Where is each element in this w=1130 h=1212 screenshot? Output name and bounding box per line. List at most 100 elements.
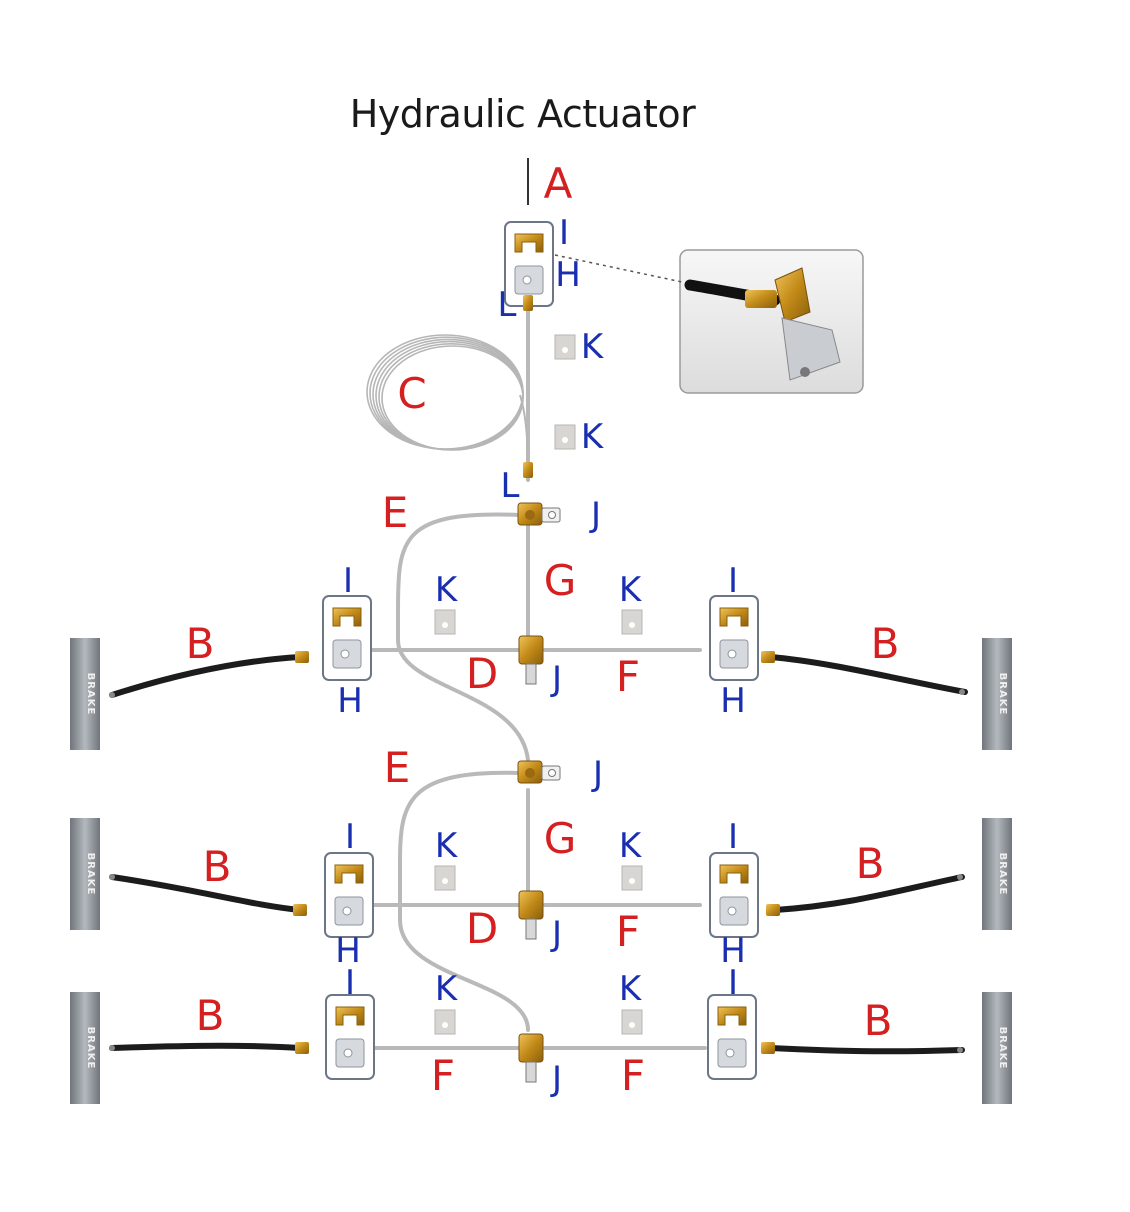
tee-j-upper-tab-hole <box>548 511 556 519</box>
bracket-left-row2-hole <box>342 906 352 916</box>
label-i-top: I <box>559 213 569 253</box>
hose-end-5 <box>957 1047 963 1053</box>
hose-fitting-5 <box>761 1042 775 1054</box>
label-k-2: K <box>581 417 605 457</box>
label-k-7: K <box>435 969 459 1009</box>
inset-bracket <box>781 317 841 381</box>
tee-j-row1 <box>518 635 544 665</box>
tee-j-row3-tab <box>525 1061 537 1083</box>
label-k-8: K <box>619 969 643 1009</box>
brake-right-row3-text: BRAKE <box>997 1027 1008 1070</box>
label-k-5: K <box>435 826 459 866</box>
label-i-left-row1: I <box>343 561 353 601</box>
label-d-row2: D <box>466 904 498 953</box>
label-l-bottom: L <box>501 466 520 506</box>
hose-fitting-1 <box>761 651 775 663</box>
brake-left-row2 <box>70 818 100 930</box>
label-j-row1: J <box>550 659 562 699</box>
label-k-3: K <box>435 570 459 610</box>
bracket-left-row3-clip <box>335 1006 365 1026</box>
tee-j-middle-port <box>525 768 535 778</box>
brake-right-row1 <box>982 638 1012 750</box>
label-b-right-row2: B <box>856 839 885 888</box>
label-b-left-row3: B <box>196 991 225 1040</box>
bracket-right-row1-clip <box>719 607 749 627</box>
tee-j-row2 <box>518 890 544 920</box>
line-e-lower <box>398 770 530 1032</box>
bracket-right-row3-hole <box>725 1048 735 1058</box>
inset-callout-line <box>554 254 683 283</box>
brake-right-row3 <box>982 992 1012 1104</box>
clip-k-0-hole <box>562 347 568 353</box>
union-l-bottom <box>523 462 533 478</box>
tee-j-upper-port <box>525 510 535 520</box>
label-h-right-row2: H <box>720 931 746 971</box>
label-h-top: H <box>555 255 581 295</box>
label-b-right-row1: B <box>871 619 900 668</box>
label-c: C <box>397 369 426 418</box>
inset-bolt <box>800 367 810 377</box>
label-i-right-row2: I <box>728 817 738 857</box>
clip-k-1-hole <box>562 437 568 443</box>
hose-b-right-row2 <box>772 874 965 913</box>
brake-left-row3 <box>70 992 100 1104</box>
inset-fitting <box>745 290 777 308</box>
brake-left-row1 <box>70 638 100 750</box>
tee-j-row3 <box>518 1033 544 1063</box>
clip-k-4-hole <box>442 878 448 884</box>
bracket-right-row2-clip <box>719 864 749 884</box>
label-a: A <box>544 159 573 208</box>
label-f-left-row3: F <box>431 1051 455 1100</box>
inset-photo-frame <box>679 249 864 394</box>
bracket-left-row2-clip <box>334 864 364 884</box>
bracket-top-hole <box>522 275 532 285</box>
hose-fitting-4 <box>295 1042 309 1054</box>
label-j-row2: J <box>550 914 562 954</box>
label-g-lower: G <box>544 814 577 863</box>
bracket-left-row1-hole <box>340 649 350 659</box>
diagram-title: Hydraulic Actuator <box>349 92 696 136</box>
hose-b-left-row2 <box>109 874 303 913</box>
brake-left-row2-text: BRAKE <box>85 853 96 896</box>
hose-fitting-2 <box>293 904 307 916</box>
coil-loop <box>381 345 524 451</box>
label-e-upper: E <box>382 488 409 537</box>
clip-k-6-hole <box>442 1022 448 1028</box>
label-g-upper: G <box>544 556 577 605</box>
label-j-row3: J <box>550 1059 562 1099</box>
hose-fitting-0 <box>295 651 309 663</box>
bracket-right-row2-hole <box>727 906 737 916</box>
brake-left-row1-text: BRAKE <box>85 673 96 716</box>
bracket-left-row3-hole <box>343 1048 353 1058</box>
hose-b-right-row3 <box>767 1045 965 1055</box>
label-b-right-row3: B <box>864 996 893 1045</box>
label-h-left-row1: H <box>337 681 363 721</box>
label-j-upper: J <box>589 495 601 535</box>
brake-right-row2 <box>982 818 1012 930</box>
label-b-left-row2: B <box>203 842 232 891</box>
union-l-top <box>523 295 533 311</box>
label-e-lower: E <box>384 743 411 792</box>
label-d-row1: D <box>466 649 498 698</box>
label-f-row1: F <box>616 652 640 701</box>
label-k-4: K <box>619 570 643 610</box>
label-j-middle: J <box>591 754 603 794</box>
hose-b-left-row3 <box>109 1042 303 1051</box>
label-b-left-row1: B <box>186 619 215 668</box>
hose-b-left-row1 <box>109 654 303 698</box>
bracket-left-row1-clip <box>332 607 362 627</box>
hose-end-4 <box>109 1045 115 1051</box>
tee-j-row2-tab <box>525 918 537 940</box>
label-k-6: K <box>619 826 643 866</box>
brake-right-row1-text: BRAKE <box>997 673 1008 716</box>
label-i-right-row1: I <box>728 561 738 601</box>
bracket-right-row1-hole <box>727 649 737 659</box>
brake-lines <box>109 158 968 1055</box>
clip-k-5-hole <box>629 878 635 884</box>
label-h-right-row1: H <box>720 681 746 721</box>
label-i-left-row3: I <box>345 963 355 1003</box>
bracket-right-row3-clip <box>717 1006 747 1026</box>
